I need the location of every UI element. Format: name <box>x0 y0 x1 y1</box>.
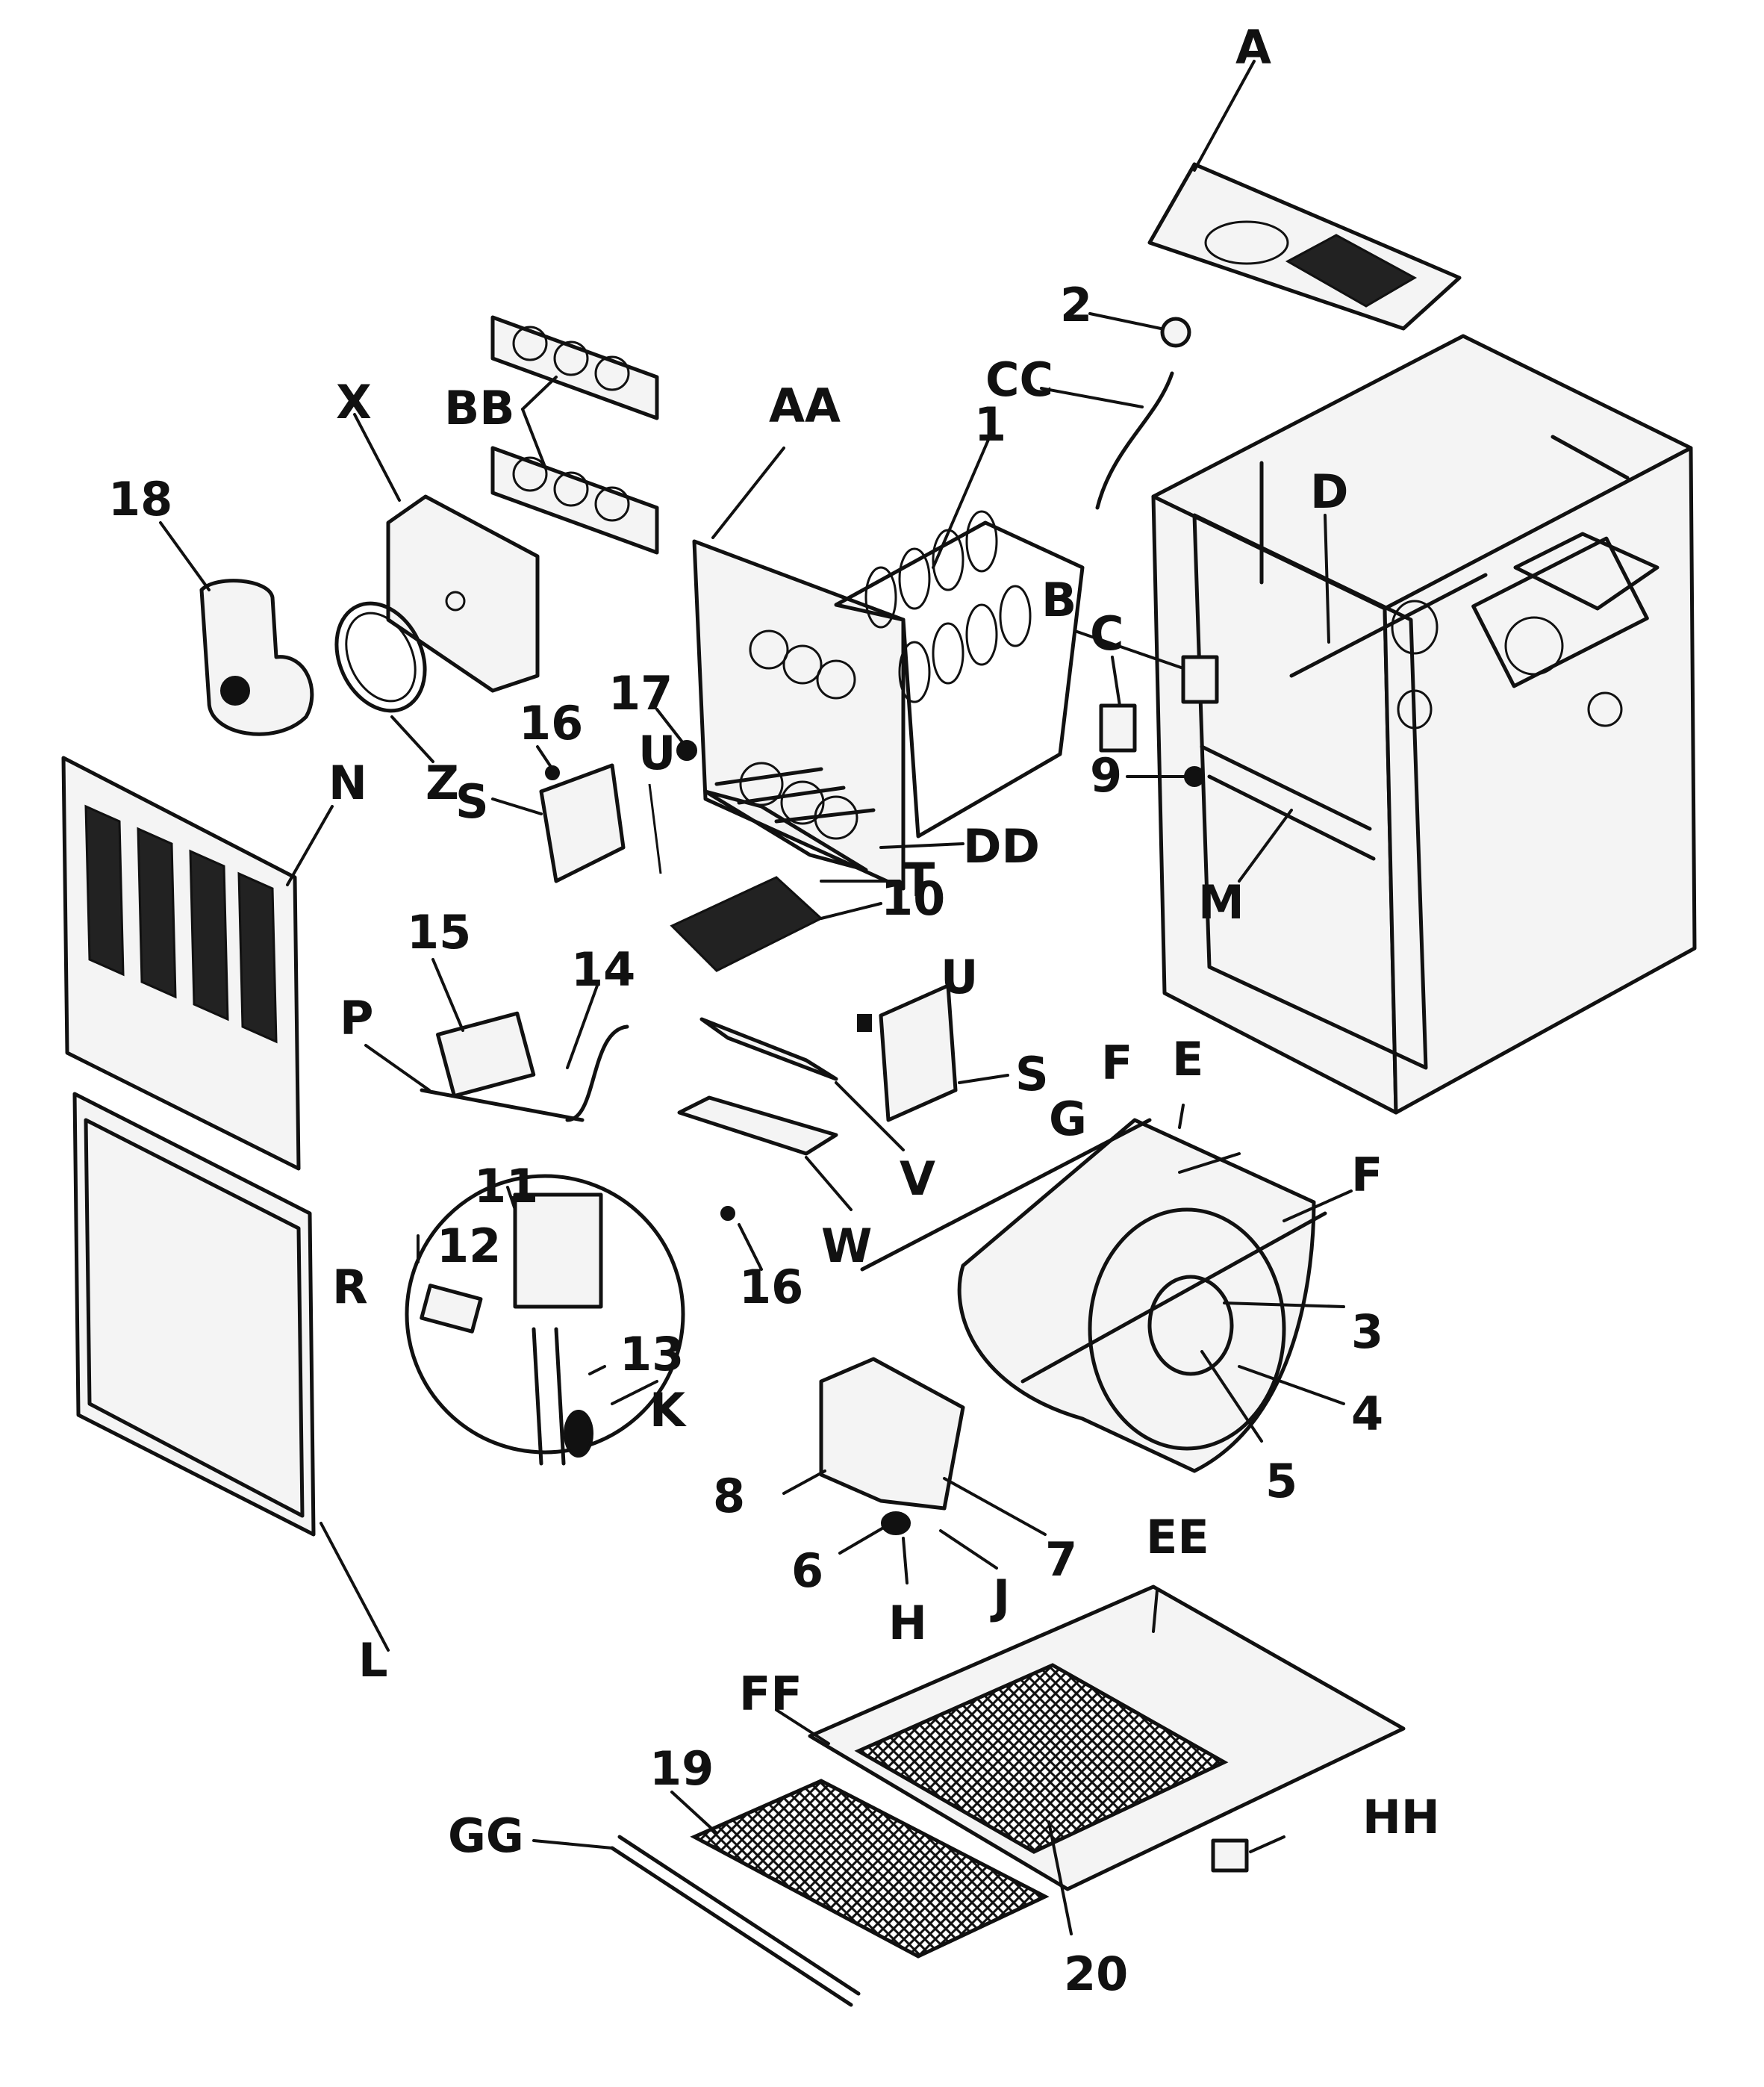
label-S1: S <box>455 774 489 829</box>
label-HH: HH <box>1362 1790 1440 1844</box>
label-16a: 16 <box>519 696 583 750</box>
label-P: P <box>340 991 373 1045</box>
label-T: T <box>903 853 935 907</box>
label-K: K <box>649 1383 687 1437</box>
label-N: N <box>328 756 367 810</box>
burners <box>714 767 964 849</box>
upper-door <box>61 756 334 1171</box>
gasket-ring <box>334 601 434 763</box>
inducer-blower <box>159 521 314 736</box>
label-10: 10 <box>881 871 945 926</box>
gaskets <box>490 315 659 555</box>
label-15: 15 <box>407 905 471 959</box>
label-J: J <box>990 1570 1010 1624</box>
label-X: X <box>336 375 372 429</box>
control-board <box>782 1357 1047 1584</box>
label-F2: F <box>1351 1148 1383 1202</box>
furnace-cabinet <box>1151 334 1697 1115</box>
label-7: 7 <box>1045 1532 1077 1587</box>
label-AA: AA <box>769 379 841 433</box>
label-17: 17 <box>608 666 673 721</box>
label-19: 19 <box>649 1741 714 1796</box>
label-CC: CC <box>985 352 1053 407</box>
label-EE: EE <box>1146 1510 1209 1564</box>
label-18: 18 <box>108 472 172 526</box>
label-G: G <box>1049 1092 1087 1146</box>
label-B: B <box>1041 573 1076 627</box>
label-11: 11 <box>474 1159 538 1213</box>
label-A: A <box>1235 20 1271 75</box>
heat-exchanger-panel <box>692 447 906 891</box>
label-W: W <box>821 1219 872 1273</box>
label-Z: Z <box>426 756 459 810</box>
screw-9 <box>1184 766 1205 787</box>
label-C: C <box>1090 606 1124 661</box>
label-4: 4 <box>1351 1387 1383 1441</box>
label-GG: GG <box>448 1808 524 1863</box>
limit-switch-bracket <box>1073 629 1219 753</box>
blower-assembly <box>860 1104 1353 1473</box>
label-DD: DD <box>963 819 1040 874</box>
label-U2: U <box>941 950 978 1004</box>
label-FF: FF <box>739 1667 802 1721</box>
label-R: R <box>332 1260 368 1314</box>
limit-control <box>1040 312 1191 510</box>
label-13: 13 <box>620 1327 684 1381</box>
base-and-filters <box>532 1584 1406 2007</box>
label-16b: 16 <box>739 1260 803 1314</box>
label-14: 14 <box>571 942 635 997</box>
heat-exchanger <box>834 428 1085 839</box>
label-D: D <box>1310 464 1348 519</box>
label-M: M <box>1198 875 1244 930</box>
manifold-assembly <box>491 708 1009 1271</box>
label-BB: BB <box>444 381 515 435</box>
label-6: 6 <box>791 1543 823 1598</box>
gas-valve <box>364 958 629 1122</box>
label-12: 12 <box>437 1219 501 1273</box>
label-9: 9 <box>1090 748 1122 803</box>
label-V: V <box>900 1151 935 1206</box>
label-1: 1 <box>974 397 1006 452</box>
label-F1: F <box>1101 1036 1132 1090</box>
label-S2: S <box>1015 1047 1049 1101</box>
label-H: H <box>888 1596 927 1650</box>
label-U1: U <box>638 726 676 780</box>
label-3: 3 <box>1351 1304 1383 1359</box>
top-panel <box>1147 60 1462 331</box>
label-E: E <box>1172 1032 1203 1086</box>
ignition-inset <box>405 1174 685 1466</box>
lower-door <box>72 1092 390 1652</box>
label-2: 2 <box>1060 278 1092 332</box>
label-20: 20 <box>1064 1947 1128 2001</box>
label-8: 8 <box>713 1469 745 1523</box>
label-5: 5 <box>1265 1454 1297 1508</box>
label-L: L <box>358 1633 388 1688</box>
